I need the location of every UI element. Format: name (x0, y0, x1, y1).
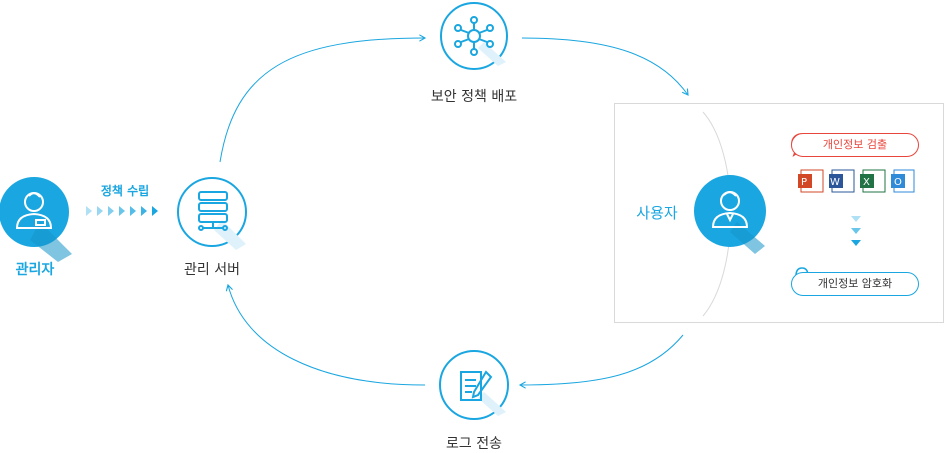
deploy-label: 보안 정책 배포 (430, 89, 518, 105)
admin-label: 관리자 (15, 262, 55, 278)
arc-log-to-server (225, 283, 426, 386)
down-arrows-icon (851, 216, 861, 246)
encrypt-badge: 개인정보 암호화 (791, 272, 919, 296)
user-node (694, 175, 766, 254)
user-panel-graphics: P W X O (694, 111, 915, 317)
admin-node (0, 177, 72, 262)
deploy-node (440, 2, 508, 70)
svg-text:X: X (863, 177, 870, 188)
policy-arrows (86, 206, 158, 216)
svg-text:W: W (830, 177, 840, 188)
network-hub-icon (454, 16, 494, 56)
excel-icon: X (860, 169, 886, 193)
outlook-icon: O (891, 169, 915, 193)
powerpoint-icon: P (798, 169, 824, 193)
log-label: 로그 전송 (446, 436, 502, 452)
detect-badge: 개인정보 검출 (791, 133, 919, 157)
server-label: 관리 서버 (184, 262, 240, 278)
user-person-icon (711, 191, 749, 228)
user-panel: P W X O 사용자 개인정보 검출 개인정 (614, 103, 944, 323)
svg-text:P: P (801, 177, 807, 188)
svg-text:O: O (894, 177, 902, 188)
server-icon (198, 191, 228, 231)
server-node (177, 177, 247, 250)
admin-person-icon (15, 192, 53, 229)
document-edit-icon (460, 370, 493, 401)
log-node (439, 350, 509, 420)
arc-deploy-to-user (521, 37, 689, 96)
user-label: 사용자 (636, 204, 678, 222)
word-icon: W (829, 169, 855, 193)
policy-setup-label: 정책 수립 (100, 184, 150, 198)
arc-server-to-deploy (219, 34, 427, 163)
arc-user-to-log (518, 334, 684, 389)
